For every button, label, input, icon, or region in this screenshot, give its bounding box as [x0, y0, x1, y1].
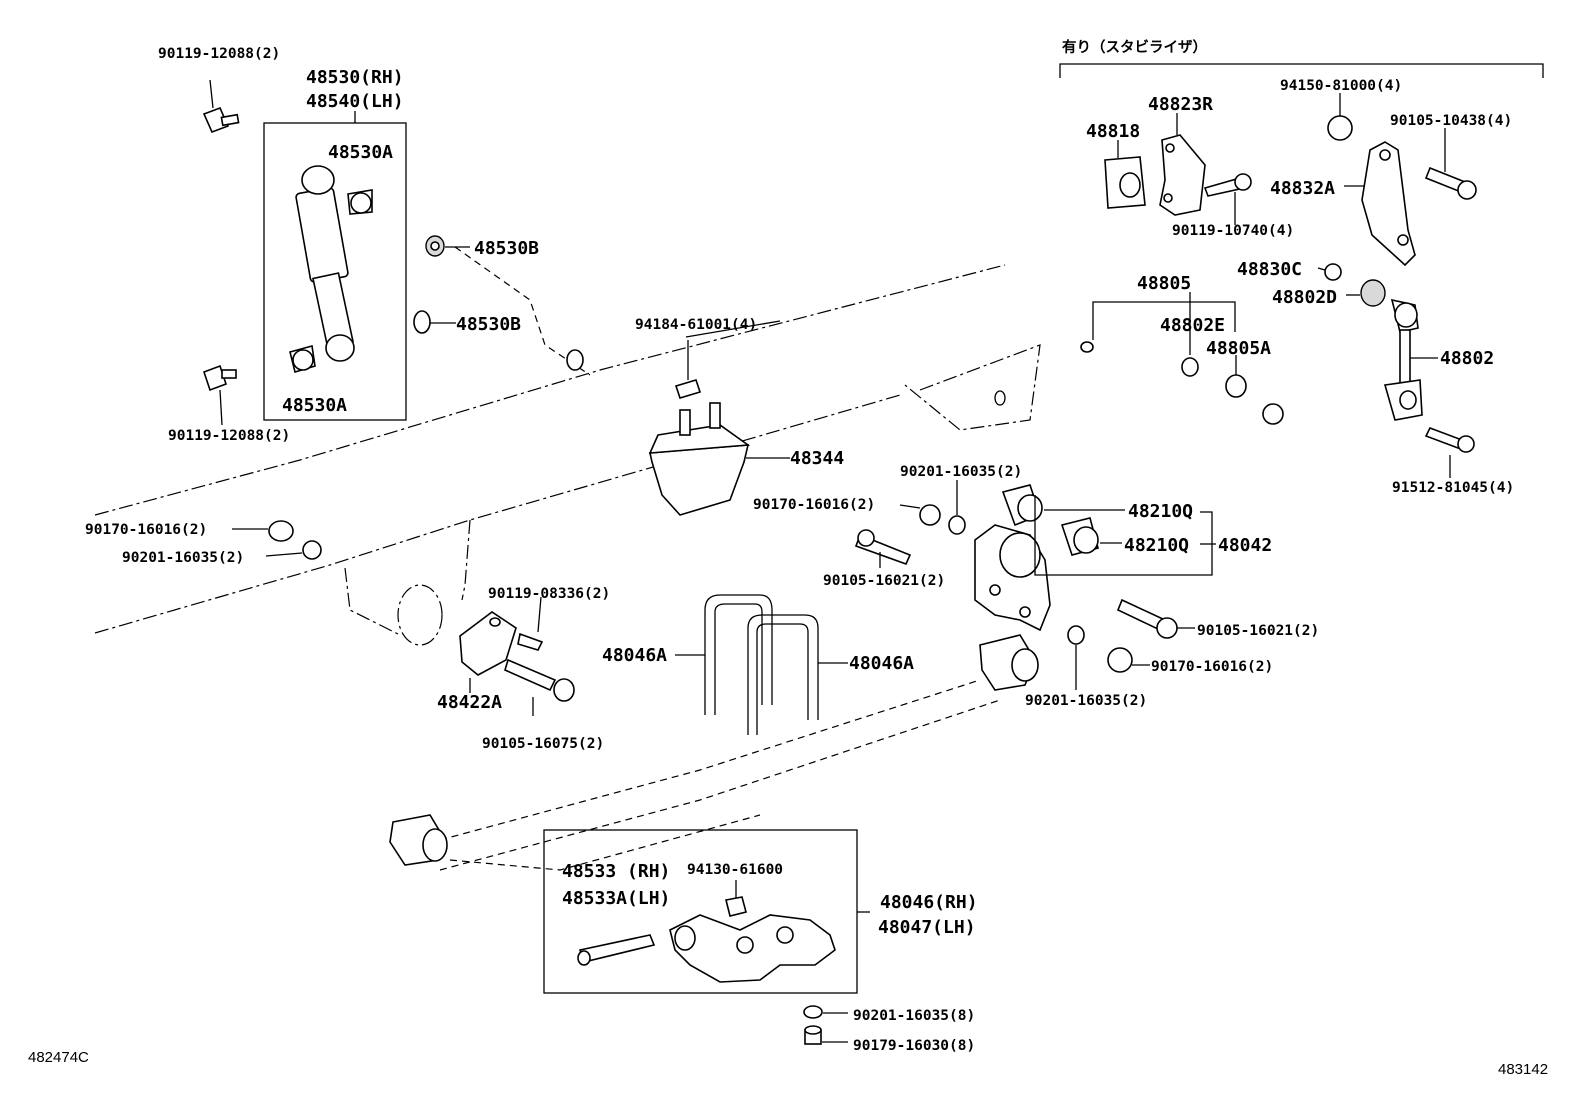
label-48818: 48818 — [1086, 121, 1140, 142]
label-90119-10740: 90119-10740(4) — [1172, 223, 1294, 239]
label-48344: 48344 — [790, 448, 844, 469]
shock-absorber-box — [263, 111, 407, 421]
label-90119-12088-bottom: 90119-12088(2) — [168, 428, 290, 444]
label-48533a-lh: 48533A(LH) — [562, 888, 670, 909]
stabilizer-bar-48805 — [1080, 292, 1284, 444]
label-90201-16035-bottom: 90201-16035(8) — [853, 1008, 975, 1024]
label-90201-16035-right: 90201-16035(2) — [1025, 693, 1147, 709]
label-94150-81000: 94150-81000(4) — [1280, 78, 1402, 94]
stabilizer-bracket-48823r — [1159, 113, 1252, 225]
part-labels: 有り（スタビライザ） 90119-12088(2) 48530(RH) 4854… — [28, 38, 1548, 1078]
bump-stopper-48344 — [648, 320, 790, 516]
label-48422a: 48422A — [437, 692, 502, 713]
stabilizer-group-bracket — [1059, 63, 1544, 78]
diagram-code-left: 482474C — [28, 1049, 89, 1066]
label-90105-16021-right: 90105-16021(2) — [1197, 623, 1319, 639]
label-stabilizer-option: 有り（スタビライザ） — [1062, 38, 1207, 56]
label-90170-16016-right: 90170-16016(2) — [1151, 659, 1273, 675]
spring-bracket-48042 — [854, 480, 1216, 691]
label-91512-81045: 91512-81045(4) — [1392, 480, 1514, 496]
label-48530a-top: 48530A — [328, 142, 393, 163]
bolt-90119-12088-top — [202, 79, 240, 134]
label-90170-16016-mid: 90170-16016(2) — [753, 497, 875, 513]
label-48042: 48042 — [1218, 535, 1272, 556]
stabilizer-bushing-48818 — [1104, 140, 1146, 209]
label-90170-16016-left: 90170-16016(2) — [85, 522, 207, 538]
label-48802: 48802 — [1440, 348, 1494, 369]
label-48210q-2: 48210Q — [1124, 535, 1189, 556]
bushing-48530b — [413, 235, 584, 371]
label-90119-08336: 90119-08336(2) — [488, 586, 610, 602]
u-bolt-48046a — [675, 594, 848, 735]
stabilizer-link-48802 — [1317, 263, 1475, 478]
stabilizer-bracket-48832a — [1327, 93, 1477, 267]
spring-eye-bushing — [389, 814, 448, 866]
label-48530a-bottom: 48530A — [282, 395, 347, 416]
label-48802d: 48802D — [1272, 287, 1337, 308]
label-48540-lh: 48540(LH) — [306, 91, 404, 112]
bracket-48422a — [459, 596, 575, 716]
label-48832a: 48832A — [1270, 178, 1335, 199]
nut-washer-left — [232, 520, 322, 560]
label-94130-61600: 94130-61600 — [687, 862, 783, 878]
label-90201-16035-left: 90201-16035(2) — [122, 550, 244, 566]
shock-absorber-part — [289, 165, 373, 374]
label-48530b-2: 48530B — [456, 314, 521, 335]
shackle-part — [577, 880, 836, 983]
nut-washer-bottom — [803, 1005, 848, 1045]
label-48533-rh: 48533 (RH) — [562, 861, 670, 882]
label-48802e: 48802E — [1160, 315, 1225, 336]
label-90201-16035-top: 90201-16035(2) — [900, 464, 1022, 480]
label-48046a-left: 48046A — [602, 645, 667, 666]
label-90119-12088-top: 90119-12088(2) — [158, 46, 280, 62]
label-48530-rh: 48530(RH) — [306, 67, 404, 88]
label-90105-10438: 90105-10438(4) — [1390, 113, 1512, 129]
label-90179-16030: 90179-16030(8) — [853, 1038, 975, 1054]
diagram-code-right: 483142 — [1498, 1061, 1548, 1078]
bolt-90119-12088-bottom — [202, 364, 237, 426]
label-94184-61001: 94184-61001(4) — [635, 317, 757, 333]
label-48210q-1: 48210Q — [1128, 501, 1193, 522]
label-48046a-right: 48046A — [849, 653, 914, 674]
label-48530b-1: 48530B — [474, 238, 539, 259]
label-48805: 48805 — [1137, 273, 1191, 294]
label-90105-16075: 90105-16075(2) — [482, 736, 604, 752]
label-48047-lh: 48047(LH) — [878, 917, 976, 938]
shackle-box — [543, 829, 870, 994]
label-90105-16021-mid: 90105-16021(2) — [823, 573, 945, 589]
label-48046-rh: 48046(RH) — [880, 892, 978, 913]
label-48823r: 48823R — [1148, 94, 1213, 115]
leaf-spring-outline — [439, 246, 1001, 871]
frame-outline — [94, 264, 1041, 646]
label-48830c: 48830C — [1237, 259, 1302, 280]
label-48805a: 48805A — [1206, 338, 1271, 359]
